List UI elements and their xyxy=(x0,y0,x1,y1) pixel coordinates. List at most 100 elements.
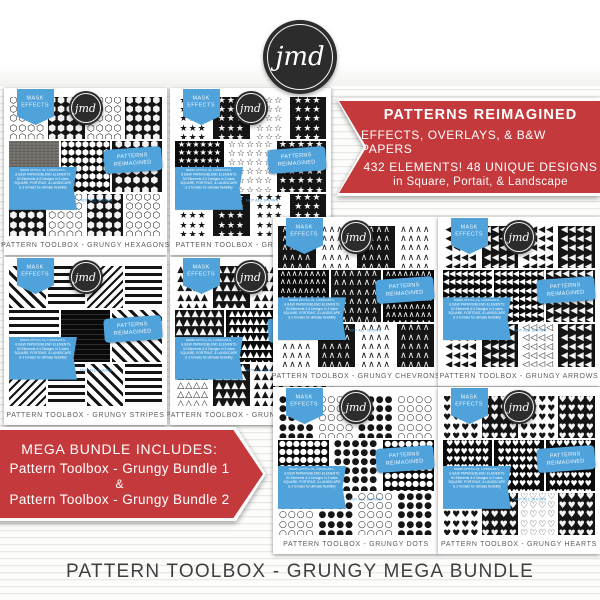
banner-mega-bundle-includes: MEGA BUNDLE INCLUDES: Pattern Toolbox - … xyxy=(0,427,266,521)
pattern-tile-heart: ♥♥♥♥♥♥♥♥♥♥♥♥♥♥♥♥♥♥♥♥♥♥♥♥♥♥♥♥♥♥♥♥♥♥♥♥♥♥♥♥… xyxy=(558,396,595,438)
info-line: 54 Elements & 6 Designs in 3 sizes xyxy=(16,177,69,181)
pattern-tile-dot: ○○○○○○○○○○○○○○○○○○○○○○○○○○○○○○○○○○○○○○○○… xyxy=(396,396,434,438)
card-caption: PATTERN TOOLBOX - GRUNGY HEXAGONS xyxy=(1,236,169,255)
info-line: 54 Elements & 6 Designs in 3 sizes xyxy=(182,347,235,351)
card-info-text: MASK EFFECTS, OVERLAYS, & B&W PAPERS/BLE… xyxy=(176,169,242,190)
banner-bottom-line4: Pattern Toolbox - Grungy Bundle 2 xyxy=(9,492,230,507)
logo-ring xyxy=(235,93,266,123)
logo-ring xyxy=(341,222,371,252)
jmd-mini-logo: jmd xyxy=(68,91,103,125)
card-info-text: MASK EFFECTS, OVERLAYS, & B&W PAPERS/BLE… xyxy=(176,339,242,360)
pattern-card-hearts: ♥♥♥♥♥♥♥♥♥♥♥♥♥♥♥♥♥♥♥♥♥♥♥♥♥♥♥♥♥♥♥♥♥♥♥♥♥♥♥♥… xyxy=(438,387,600,554)
pattern-tile-heart: ♡♡♡♡♡♡♡♡♡♡♡♡♡♡♡♡♡♡♡♡♡♡♡♡♡♡♡♡♡♡♡♡♡♡♡♡♡♡♡♡… xyxy=(520,493,557,535)
card-info-box: MASK EFFECTS, OVERLAYS, & B&W PAPERS/BLE… xyxy=(9,336,77,380)
logo-ring xyxy=(504,392,534,422)
card-info-box: MASK EFFECTS, OVERLAYS, & B&W PAPERS/BLE… xyxy=(175,336,243,380)
pattern-tile-heart: ♥♥♥♥♥♥♥♥♥♥♥♥♥♥♥♥♥♥♥♥♥♥♥♥♥♥♥♥♥♥♥♥♥♥♥♥♥♥♥♥… xyxy=(494,439,544,492)
banner-top-line4: in Square, Portait, & Landscape xyxy=(393,175,568,188)
banner-top-line2: EFFECTS, OVERLAYS, & B&W PAPERS xyxy=(361,127,546,156)
pattern-tile-star: ☆☆☆☆☆☆☆☆☆☆☆☆☆☆☆☆☆☆☆☆☆☆☆☆☆☆☆☆☆☆☆☆☆☆☆☆☆☆☆☆… xyxy=(226,140,275,193)
info-line: & B&W PAPERS/BLEND ELEMENTS xyxy=(181,173,237,177)
info-line: & 3 formats for ultimate flexibility xyxy=(453,485,501,489)
pattern-tile-heart: ♥♥♥♥♥♥♥♥♥♥♥♥♥♥♥♥♥♥♥♥♥♥♥♥♥♥♥♥♥♥♥♥♥♥♥♥♥♥♥♥… xyxy=(520,396,557,438)
banner-bottom-line2: Pattern Toolbox - Grungy Bundle 1 xyxy=(9,461,230,476)
pattern-tile-chevron: ∧∧∧∧∧∧∧∧∧∧∧∧∧∧∧∧∧∧∧∧∧∧∧∧∧∧∧∧∧∧∧∧∧∧∧∧∧∧∧∧… xyxy=(357,324,395,367)
info-line: 54 Elements & 6 Designs in 3 sizes xyxy=(182,177,235,181)
jmd-logo: jmd xyxy=(263,20,337,94)
pattern-tile-heart: ♥♥♥♥♥♥♥♥♥♥♥♥♥♥♥♥♥♥♥♥♥♥♥♥♥♥♥♥♥♥♥♥♥♥♥♥♥♥♥♥… xyxy=(558,493,595,535)
logo-ring xyxy=(235,262,266,292)
card-info-text: MASK EFFECTS, OVERLAYS, & B&W PAPERS/BLE… xyxy=(279,299,345,320)
info-line: SQUARE, PORTRAIT, & LANDSCAPE xyxy=(14,351,72,355)
info-line: & B&W PAPERS/BLEND ELEMENTS xyxy=(449,303,505,307)
info-line: SQUARE, PORTRAIT, & LANDSCAPE xyxy=(180,181,238,186)
info-line: SQUARE, PORTRAIT, & LANDSCAPE xyxy=(283,312,341,316)
info-line: & 3 formats for ultimate flexibility xyxy=(19,355,67,360)
not-all-shown-label: NOT ALL SHOWN xyxy=(514,497,547,502)
not-all-shown-label: NOT ALL SHOWN xyxy=(349,497,382,502)
info-line: & 3 formats for ultimate flexibility xyxy=(185,355,233,360)
pattern-tile-arrow: ◀◀◀◀◀◀◀◀◀◀◀◀◀◀◀◀◀◀◀◀◀◀◀◀◀◀◀◀◀◀◀◀◀◀◀◀◀◀◀◀… xyxy=(494,270,544,323)
pattern-card-dots: ●●●●●●●●●●●●●●●●●●●●●●●●●●●●●●●●●●●●●●●●… xyxy=(273,387,439,554)
info-line: MASK EFFECTS, OVERLAYS, xyxy=(289,467,335,472)
info-line: MASK EFFECTS, OVERLAYS, xyxy=(20,338,66,342)
logo-ring xyxy=(267,24,333,90)
pattern-tile-arrow: ◀◀◀◀◀◀◀◀◀◀◀◀◀◀◀◀◀◀◀◀◀◀◀◀◀◀◀◀◀◀◀◀◀◀◀◀◀◀◀◀… xyxy=(558,324,595,367)
pattern-card-hexagons: ⬡⬡⬡⬡⬡⬡⬡⬡⬡⬡⬡⬡⬡⬡⬡⬡⬡⬡⬡⬡⬡⬡⬡⬡⬡⬡⬡⬡⬡⬡⬡⬡⬡⬡⬡⬡⬡⬡⬡⬡… xyxy=(1,88,169,255)
product-title: PATTERN TOOLBOX - GRUNGY MEGA BUNDLE xyxy=(66,561,534,582)
pattern-tile-hexagon: ⬢⬢⬢⬢⬢⬢⬢⬢⬢⬢⬢⬢⬢⬢⬢⬢⬢⬢⬢⬢⬢⬢⬢⬢⬢⬢⬢⬢⬢⬢⬢⬢⬢⬢⬢⬢⬢⬢⬢⬢… xyxy=(60,140,111,193)
jmd-mini-logo: jmd xyxy=(502,390,536,424)
info-line: MASK EFFECTS, OVERLAYS, xyxy=(454,299,500,303)
pattern-tile-dot: ●●●●●●●●●●●●●●●●●●●●●●●●●●●●●●●●●●●●●●●●… xyxy=(330,439,382,492)
info-line: SQUARE, PORTRAIT, & LANDSCAPE xyxy=(448,312,506,316)
info-line: SQUARE, PORTRAIT, & LANDSCAPE xyxy=(14,181,72,186)
info-line: 54 Elements & 6 Designs in 3 sizes xyxy=(285,307,338,312)
card-info-box: MASK EFFECTS, OVERLAYS, & B&W PAPERS/BLE… xyxy=(443,465,511,509)
info-line: & B&W PAPERS/BLEND ELEMENTS xyxy=(284,303,340,307)
not-all-shown-label: NOT ALL SHOWN xyxy=(80,368,113,373)
pattern-tile-arrow: ◀◀◀◀◀◀◀◀◀◀◀◀◀◀◀◀◀◀◀◀◀◀◀◀◀◀◀◀◀◀◀◀◀◀◀◀◀◀◀◀… xyxy=(558,226,595,269)
pattern-tile-chevron: ∧∧∧∧∧∧∧∧∧∧∧∧∧∧∧∧∧∧∧∧∧∧∧∧∧∧∧∧∧∧∧∧∧∧∧∧∧∧∧∧… xyxy=(396,226,434,269)
card-caption: PATTERN TOOLBOX - GRUNGY DOTS xyxy=(273,535,439,554)
pattern-card-chevrons: ∧∧∧∧∧∧∧∧∧∧∧∧∧∧∧∧∧∧∧∧∧∧∧∧∧∧∧∧∧∧∧∧∧∧∧∧∧∧∧∧… xyxy=(272,217,440,386)
card-info-box: MASK EFFECTS, OVERLAYS, & B&W PAPERS/BLE… xyxy=(175,166,243,210)
card-info-box: MASK EFFECTS, OVERLAYS, & B&W PAPERS/BLE… xyxy=(278,465,346,509)
banner-top-line3: 432 ELEMENTS! 48 UNIQUE DESIGNS xyxy=(363,159,598,174)
info-line: MASK EFFECTS, OVERLAYS, xyxy=(186,338,232,342)
jmd-mini-logo: jmd xyxy=(339,220,373,254)
card-info-box: MASK EFFECTS, OVERLAYS, & B&W PAPERS/BLE… xyxy=(9,166,77,210)
info-line: 54 Elements & 6 Designs in 3 sizes xyxy=(450,307,503,312)
info-line: 54 Elements & 6 Designs in 3 sizes xyxy=(285,476,338,480)
info-line: MASK EFFECTS, OVERLAYS, xyxy=(20,168,66,173)
banner-bottom-line3: & xyxy=(115,477,124,491)
jmd-mini-logo: jmd xyxy=(339,390,373,424)
pattern-tile-dot: ○○○○○○○○○○○○○○○○○○○○○○○○○○○○○○○○○○○○○○○○… xyxy=(357,493,395,535)
card-caption: PATTERN TOOLBOX - GRUNGY STRIPES xyxy=(4,406,167,425)
info-line: & 3 formats for ultimate flexibility xyxy=(288,316,336,320)
info-line: 54 Elements & 6 Designs in 3 sizes xyxy=(16,347,69,351)
info-line: & 3 formats for ultimate flexibility xyxy=(19,186,67,190)
logo-ring xyxy=(70,93,101,123)
card-info-text: MASK EFFECTS, OVERLAYS, & B&W PAPERS/BLE… xyxy=(10,169,76,190)
